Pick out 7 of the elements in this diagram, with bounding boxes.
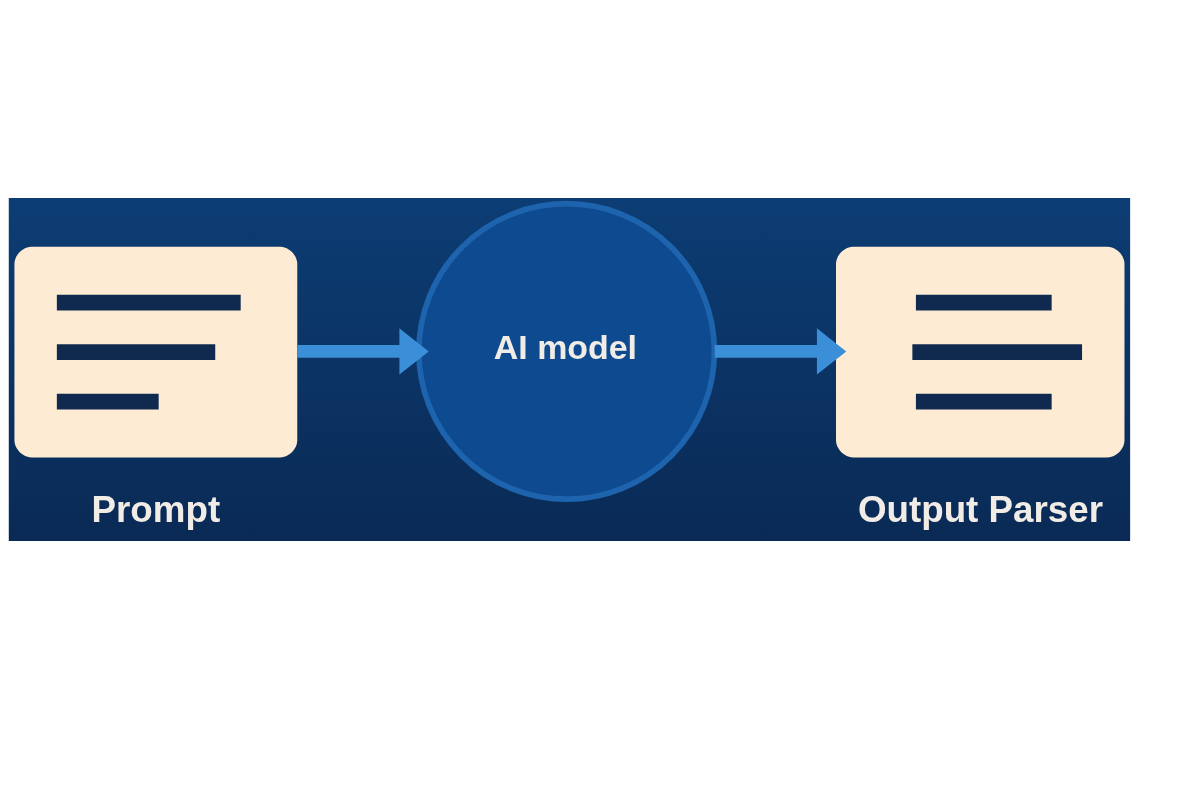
node-box bbox=[14, 246, 298, 458]
arrow bbox=[297, 328, 429, 375]
node-box bbox=[836, 246, 1125, 458]
arrow bbox=[714, 328, 847, 375]
node-circle: AI model bbox=[416, 200, 718, 503]
node-label: Output Parser bbox=[857, 489, 1103, 531]
node-label: Prompt bbox=[91, 489, 221, 531]
